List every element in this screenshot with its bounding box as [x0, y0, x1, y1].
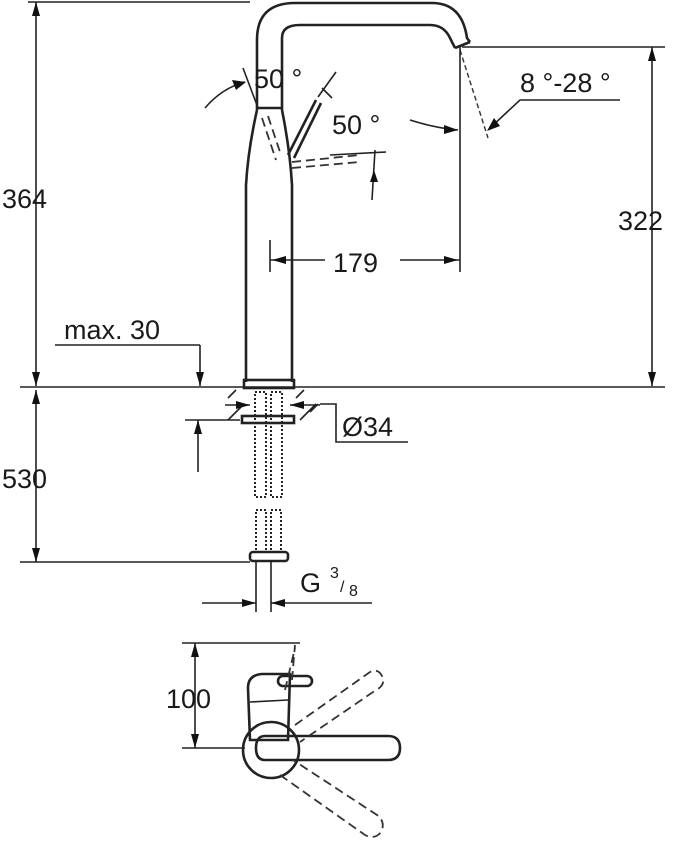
dimension-spout-height	[459, 46, 665, 386]
top-view	[182, 642, 402, 838]
spout-reach-label: 179	[333, 248, 378, 278]
hole-diameter-label: Ø34	[342, 412, 393, 442]
lever-alt-positions	[261, 115, 361, 169]
angle-spout-swivel	[409, 49, 620, 139]
lever-height-label: 100	[166, 684, 211, 714]
angle-spout-swivel-label: 8 °-28 °	[520, 68, 611, 98]
angle-lever-left	[204, 67, 259, 109]
dimension-below-counter	[20, 390, 250, 563]
supply-hoses	[248, 391, 290, 612]
thread-prefix-label: G	[300, 568, 321, 598]
angle-lever-left-label: 50 °	[254, 64, 302, 94]
angle-lever-right-label: 50 °	[332, 110, 380, 140]
thread-slash: /	[340, 579, 345, 596]
thread-numerator-label: 3	[330, 565, 339, 582]
dimension-hole-diameter	[320, 403, 408, 443]
dimension-spout-reach	[269, 240, 460, 272]
thread-denominator-label: 8	[349, 583, 358, 600]
tap-body	[242, 1, 472, 390]
dimension-total-height	[28, 1, 250, 386]
spout-height-label: 322	[618, 206, 663, 236]
counter-section	[225, 389, 320, 425]
max-counter-label: max. 30	[64, 315, 160, 345]
angle-lever-right	[317, 71, 387, 201]
dimension-max-counter	[55, 344, 240, 472]
below-counter-label: 530	[2, 464, 47, 494]
dimension-connection-thread	[202, 599, 372, 607]
total-height-label: 364	[2, 184, 47, 214]
